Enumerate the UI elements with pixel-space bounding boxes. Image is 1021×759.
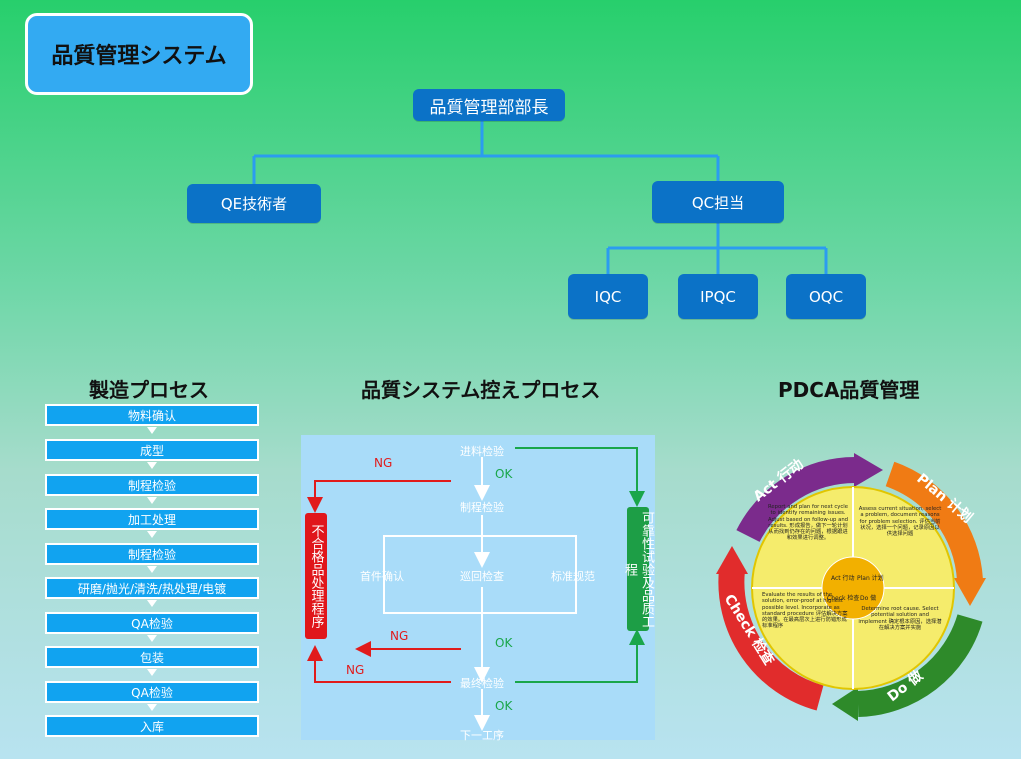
ok-label: OK [495,636,513,650]
process-inspection-label: 制程检验 [460,501,504,514]
ok-label: OK [495,467,513,481]
patrol-inspection-label: 巡回检查 [460,570,504,583]
process-step: QA检验 [45,681,259,703]
check-description: Evaluate the results of the solution, er… [762,592,848,630]
plan-arrowhead-icon [954,578,986,606]
next-process-label: 下一工序 [460,729,504,742]
org-node-qe-engineer: QE技術者 [187,184,321,223]
org-node-iqc: IQC [568,274,648,319]
page-title: 品質管理システム [25,13,253,95]
reject-handling-box: 不合格品处理程序 [305,513,327,639]
plan-arc [885,461,983,582]
process-step: 包装 [45,646,259,668]
down-arrow-icon [147,669,157,676]
act-arc [736,456,857,543]
act-arrowhead-icon [854,453,883,487]
incoming-inspection-label: 进料检验 [460,445,504,458]
process-step: 入库 [45,715,259,737]
pdca-wheel: Act 行动 Plan 计划 Check 检查 Do 做 Report and … [716,453,986,721]
process-step: 制程检验 [45,474,259,496]
down-arrow-icon [147,566,157,573]
process-step: 研磨/抛光/清洗/热处理/电镀 [45,577,259,599]
down-arrow-icon [147,600,157,607]
down-arrow-icon [147,531,157,538]
center-check-label: Check 检查 [827,594,859,602]
down-arrow-icon [147,462,157,469]
standard-spec-label: 标准规范 [551,570,595,583]
do-arrowhead-icon [832,687,858,721]
org-node-qc: QC担当 [652,181,784,223]
down-arrow-icon [147,427,157,434]
org-node-dept-head: 品質管理部部長 [413,89,565,121]
org-node-oqc: OQC [786,274,866,319]
down-arrow-icon [147,497,157,504]
process-step: 物料确认 [45,404,259,426]
process-step: 成型 [45,439,259,461]
center-act-label: Act 行动 [831,574,855,582]
process-step: 制程检验 [45,543,259,565]
manufacturing-title: 製造プロセス [89,378,209,402]
qc-process-title: 品質システム控えプロセス [361,378,601,402]
do-arc [857,613,983,717]
do-description: Determine root cause. Select potential s… [858,606,942,631]
process-step: QA检验 [45,612,259,634]
process-step: 加工处理 [45,508,259,530]
ng-label: NG [390,629,409,643]
down-arrow-icon [147,635,157,642]
check-arrowhead-icon [716,546,748,574]
org-node-ipqc: IPQC [678,274,758,319]
pdca-title: PDCA品質管理 [778,378,920,402]
pdca-center [821,556,885,620]
ok-label: OK [495,699,513,713]
org-chart-connectors [252,120,828,274]
qc-process-connectors [307,447,645,731]
act-description: Report and plan for next cycle to identi… [767,504,849,542]
final-inspection-label: 最终检验 [460,677,504,690]
plan-description: Assess current situation, select a probl… [858,506,942,538]
check-arc [718,568,824,711]
center-do-label: Do 做 [860,594,876,602]
qc-process-panel: 进料检验 制程检验 首件确认 巡回检查 标准规范 最终检验 下一工序 NG NG… [301,435,655,742]
ng-label: NG [346,663,365,677]
first-article-label: 首件确认 [360,570,404,583]
down-arrow-icon [147,704,157,711]
center-plan-label: Plan 计划 [857,574,884,582]
reliability-test-box: 可靠性试验及品质工程 [622,507,654,631]
ng-label: NG [374,456,393,470]
